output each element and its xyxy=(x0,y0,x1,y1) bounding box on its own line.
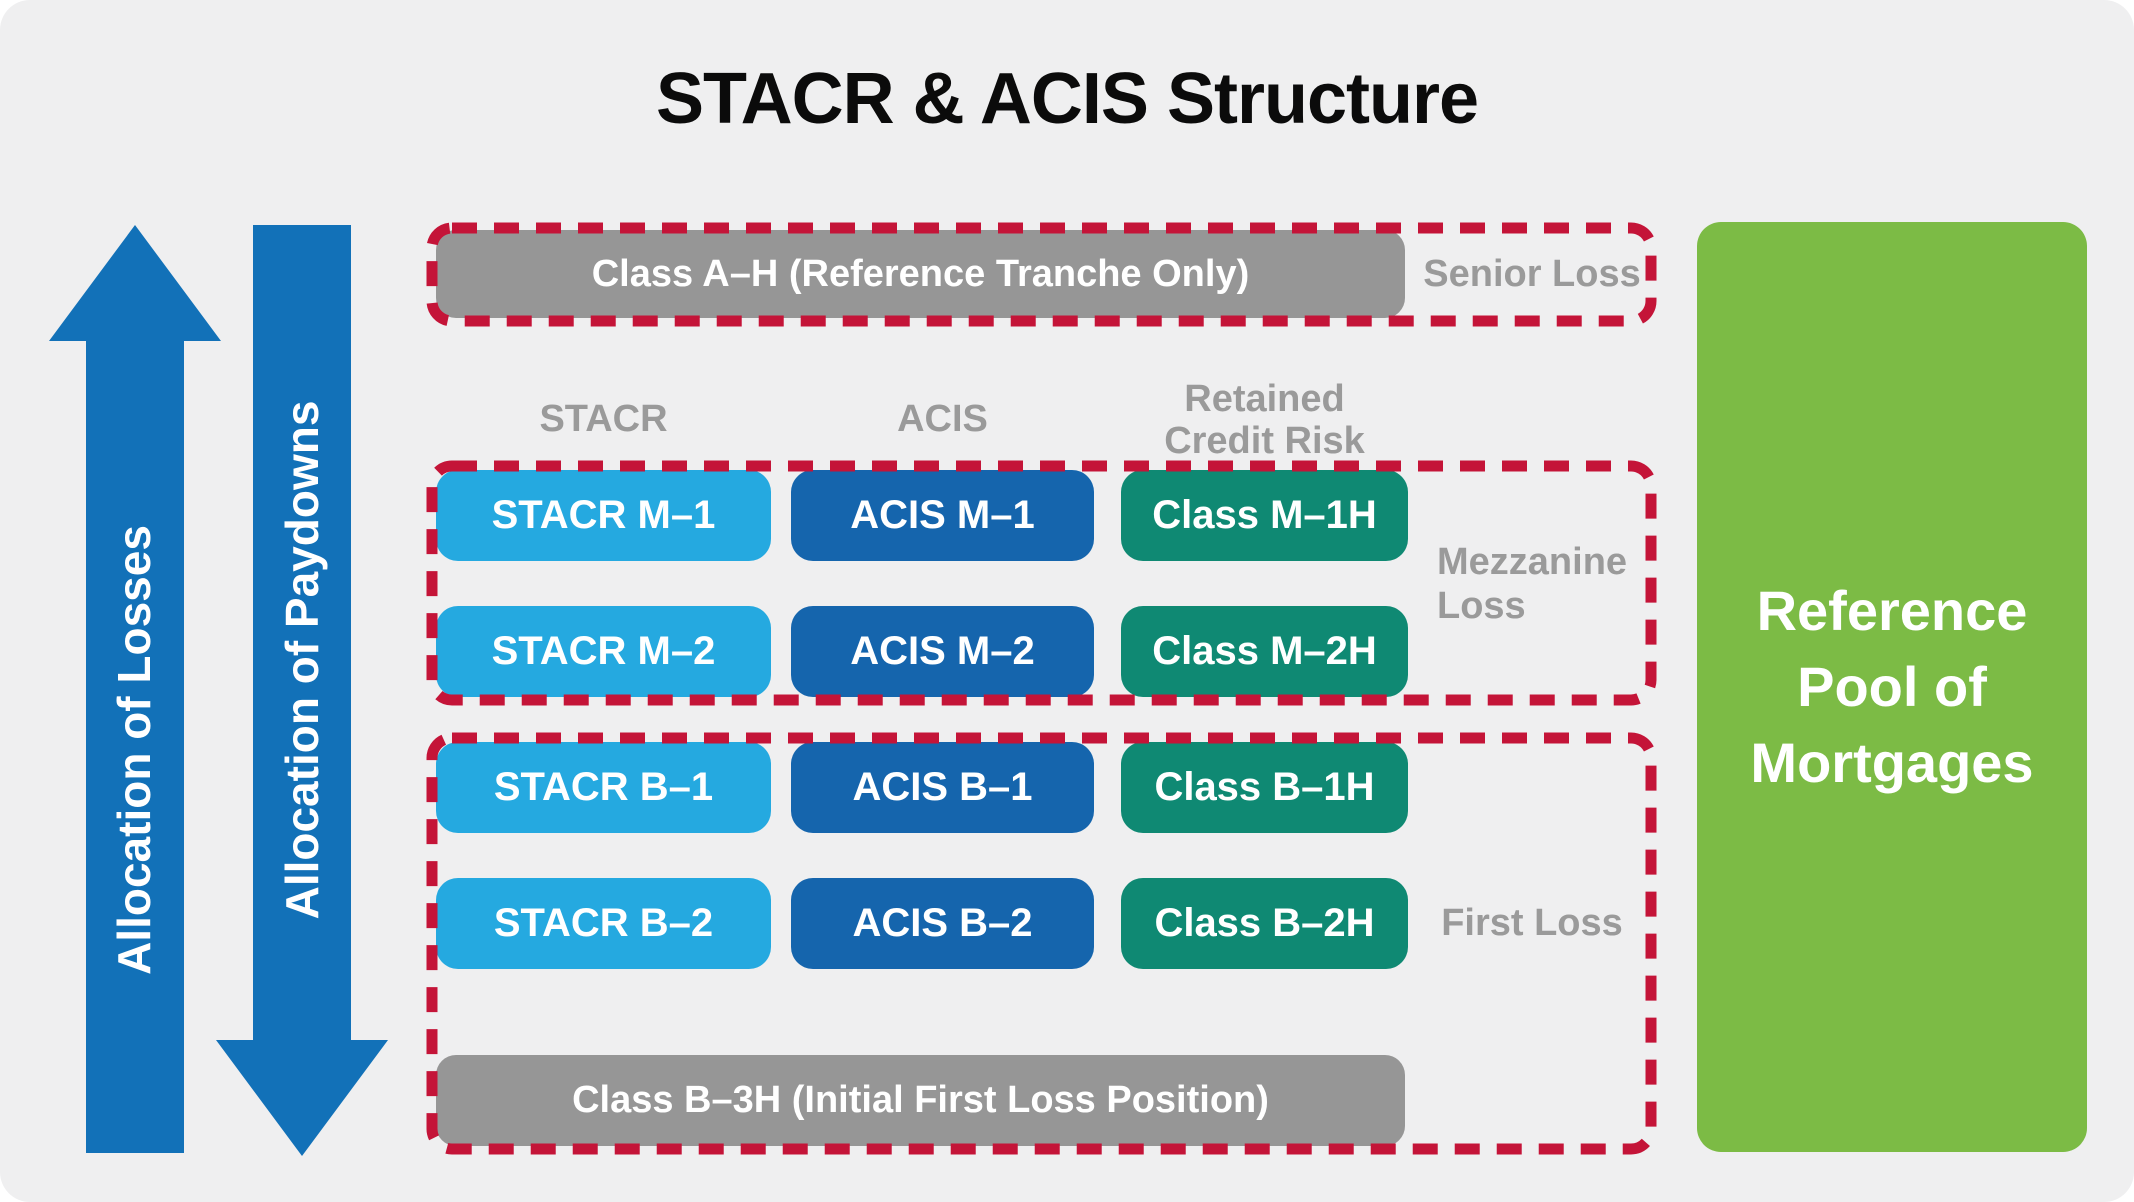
stacr-b1-box: STACR B–1 xyxy=(436,742,771,833)
reference-pool-line2: Pool of xyxy=(1797,655,1987,718)
reference-pool-line1: Reference xyxy=(1756,579,2028,642)
column-header-acis: ACIS xyxy=(897,398,988,440)
senior-loss-label: Senior Loss xyxy=(1423,252,1641,295)
class-b3h-bar: Class B–3H (Initial First Loss Position) xyxy=(436,1055,1405,1146)
allocation-of-paydowns-label: Allocation of Paydowns xyxy=(276,401,328,920)
acis-m2-box: ACIS M–2 xyxy=(791,606,1094,697)
mezzanine-loss-label: Mezzanine Loss xyxy=(1437,540,1657,628)
reference-pool-line3: Mortgages xyxy=(1750,731,2034,794)
mezzanine-loss-label-line2: Loss xyxy=(1437,585,1526,627)
allocation-arrows-graphic: Allocation of Losses Allocation of Paydo… xyxy=(49,225,388,1156)
allocation-of-losses-up-arrow-icon xyxy=(49,225,221,1153)
acis-b1-box: ACIS B–1 xyxy=(791,742,1094,833)
stacr-b2-box: STACR B–2 xyxy=(436,878,771,969)
acis-m1-box: ACIS M–1 xyxy=(791,470,1094,561)
class-m2h-box: Class M–2H xyxy=(1121,606,1408,697)
stacr-m1-box: STACR M–1 xyxy=(436,470,771,561)
allocation-of-losses-label: Allocation of Losses xyxy=(108,525,160,975)
acis-b2-box: ACIS B–2 xyxy=(791,878,1094,969)
class-a-h-bar: Class A–H (Reference Tranche Only) xyxy=(436,230,1405,318)
column-header-retained-credit-risk: Retained Credit Risk xyxy=(1121,378,1408,462)
first-loss-label: First Loss xyxy=(1441,902,1623,944)
class-m1h-box: Class M–1H xyxy=(1121,470,1408,561)
class-b2h-box: Class B–2H xyxy=(1121,878,1408,969)
page-title: STACR & ACIS Structure xyxy=(655,59,1479,139)
class-b1h-box: Class B–1H xyxy=(1121,742,1408,833)
reference-pool-of-mortgages-box: Reference Pool of Mortgages xyxy=(1697,222,2087,1152)
mezzanine-loss-label-line1: Mezzanine xyxy=(1437,541,1628,583)
column-header-stacr: STACR xyxy=(539,398,668,440)
retained-header-line1: Retained xyxy=(1184,378,1345,420)
stacr-m2-box: STACR M–2 xyxy=(436,606,771,697)
allocation-of-paydowns-down-arrow-icon xyxy=(216,225,388,1156)
retained-header-line2: Credit Risk xyxy=(1164,420,1365,462)
